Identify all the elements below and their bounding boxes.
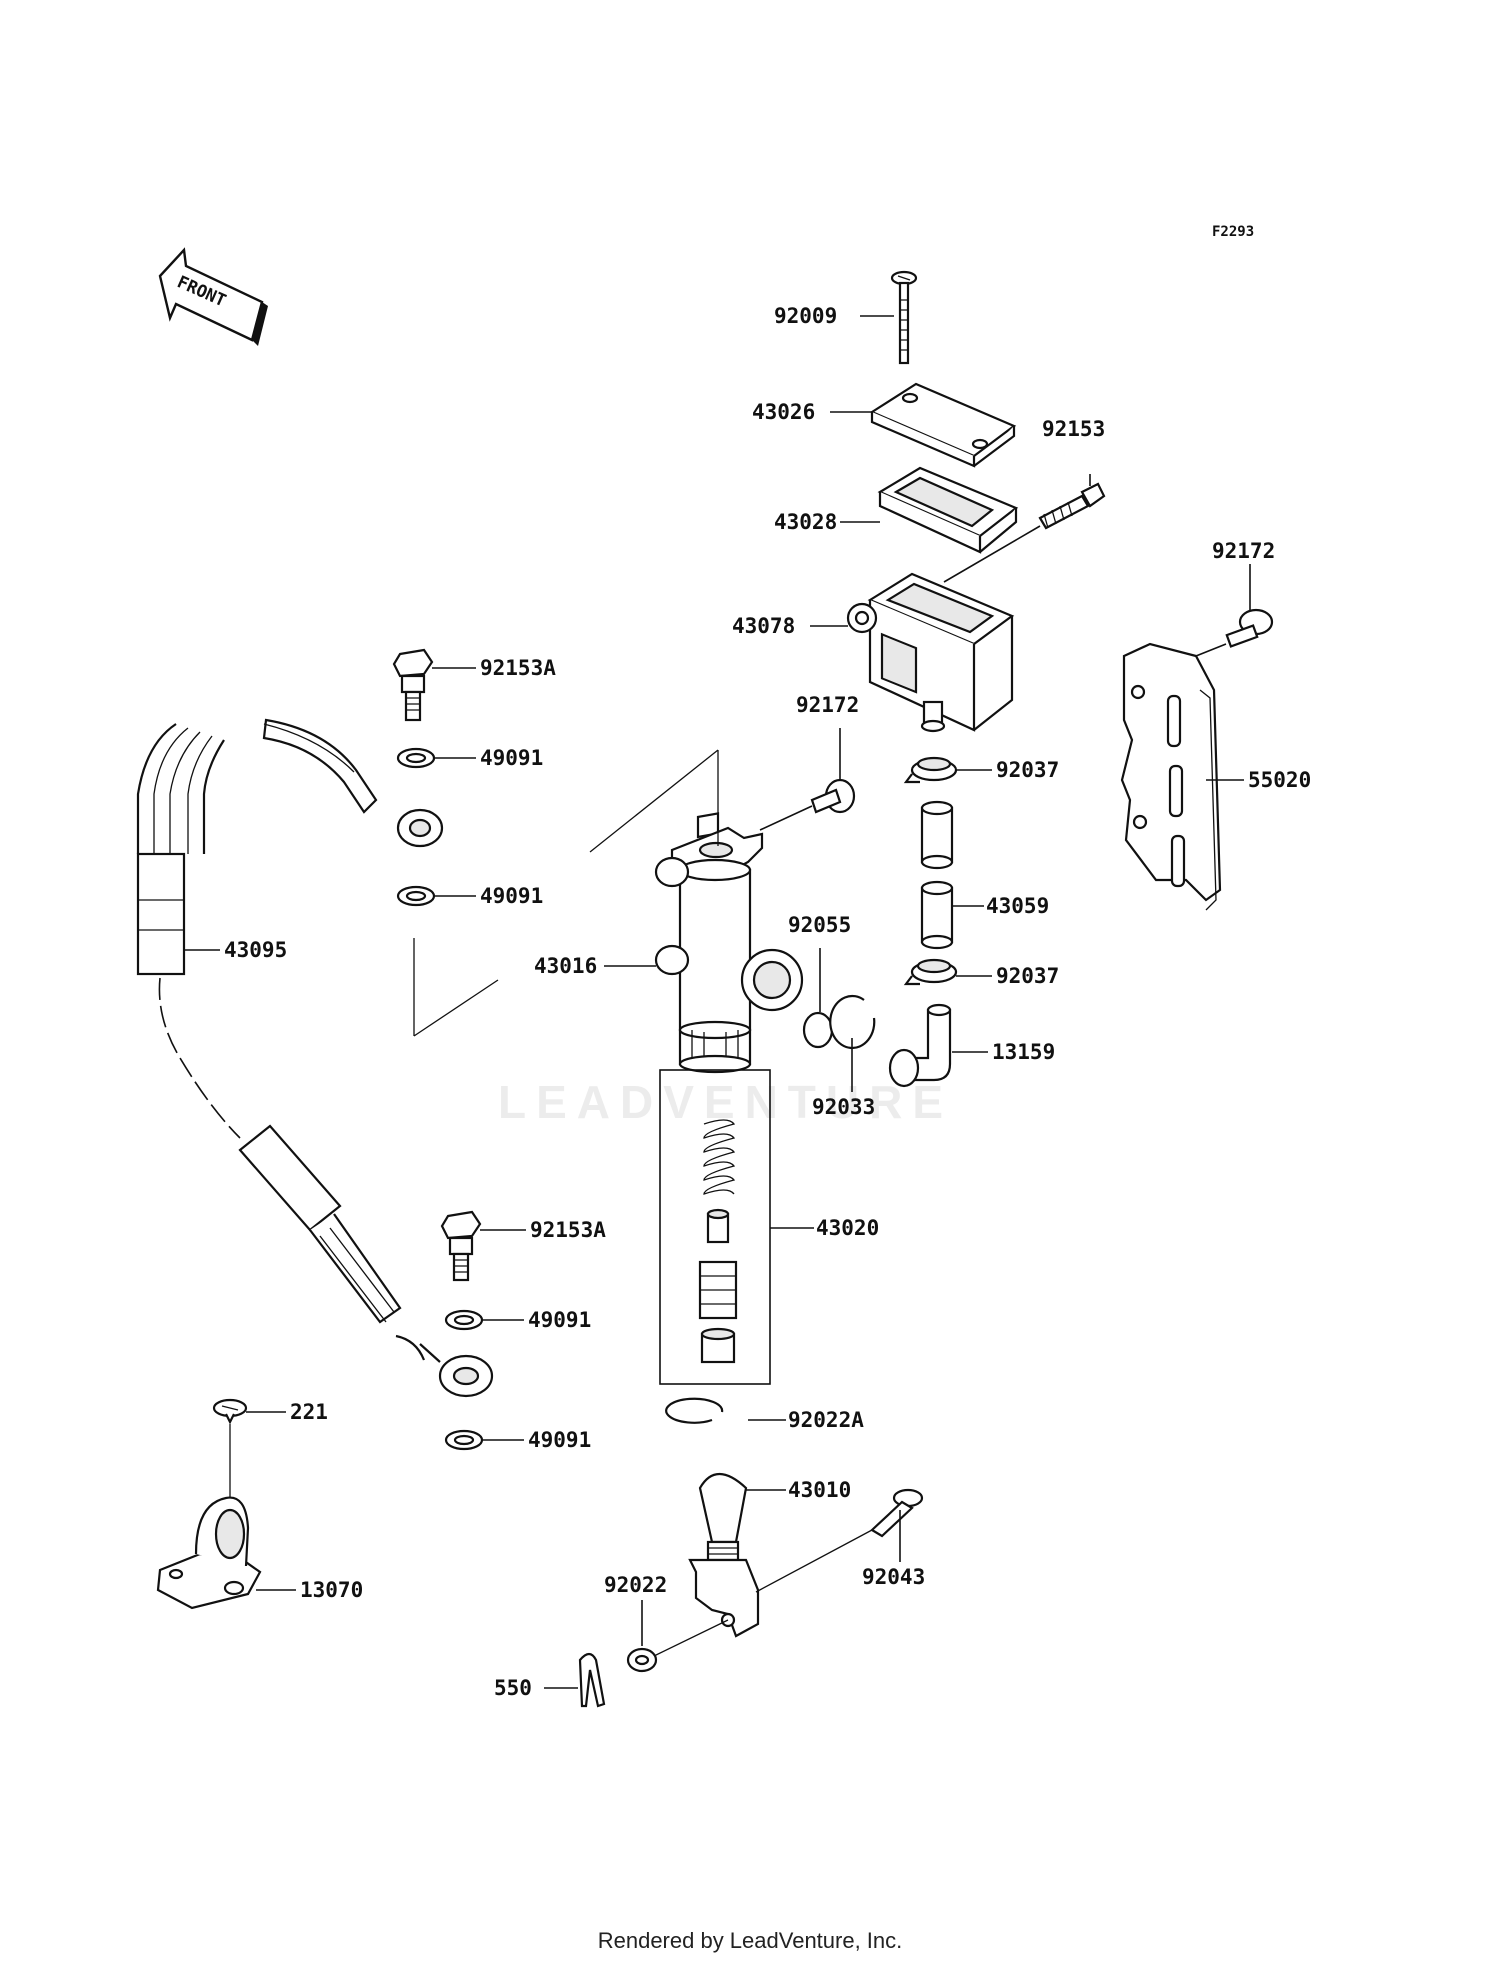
kit-43020-box	[659, 1069, 771, 1385]
hose-clamp-bracket-13070-icon	[156, 1496, 262, 1610]
screw-92172-right-icon	[1225, 608, 1274, 648]
label-43078: 43078	[732, 614, 795, 638]
elbow-fitting-13159-icon	[888, 1003, 952, 1088]
hose-clamp-92037-bottom-icon	[903, 958, 958, 986]
brake-hose-43095-icon	[136, 723, 402, 1324]
label-92172-center: 92172	[796, 693, 859, 717]
label-49091-4: 49091	[528, 1428, 591, 1452]
hose-banjo-lower-icon	[395, 1334, 494, 1398]
clevis-pin-92043-icon	[870, 1488, 924, 1538]
label-49091-2: 49091	[480, 884, 543, 908]
bolt-92153-icon	[1038, 482, 1106, 530]
label-43059: 43059	[986, 894, 1049, 918]
label-92153: 92153	[1042, 417, 1105, 441]
banjo-bolt-92153A-top-icon	[392, 648, 434, 722]
screw-221-icon	[212, 1398, 248, 1425]
label-92153A-bottom: 92153A	[530, 1218, 606, 1242]
label-92055: 92055	[788, 913, 851, 937]
label-92037-bottom: 92037	[996, 964, 1059, 988]
label-43095: 43095	[224, 938, 287, 962]
banjo-bolt-92153A-bottom-icon	[440, 1210, 482, 1282]
label-92033: 92033	[812, 1095, 875, 1119]
push-rod-43010-icon	[688, 1473, 760, 1638]
label-92153A-top: 92153A	[480, 656, 556, 680]
label-43016: 43016	[534, 954, 597, 978]
reservoir-43078-icon	[846, 572, 1015, 733]
label-550: 550	[494, 1676, 532, 1700]
front-arrow-icon: FRONT	[158, 247, 268, 346]
master-cylinder-43016-icon	[654, 812, 804, 1074]
label-92022: 92022	[604, 1573, 667, 1597]
footer-credit: Rendered by LeadVenture, Inc.	[597, 1928, 903, 1953]
label-92172-right: 92172	[1212, 539, 1275, 563]
circlip-92022A-icon	[665, 1397, 724, 1424]
diaphragm-43028-icon	[877, 466, 1019, 554]
label-13159: 13159	[992, 1040, 1055, 1064]
hose-43059-icon	[920, 800, 954, 950]
hose-banjo-upper-icon	[262, 718, 444, 848]
label-13070: 13070	[300, 1578, 363, 1602]
label-92043: 92043	[862, 1565, 925, 1589]
watermark-text: LEADVENTURE	[498, 1076, 953, 1128]
label-49091-3: 49091	[528, 1308, 591, 1332]
label-92009: 92009	[774, 304, 837, 328]
label-49091-1: 49091	[480, 746, 543, 770]
guard-55020-icon	[1120, 642, 1222, 911]
label-221: 221	[290, 1400, 328, 1424]
label-43028: 43028	[774, 510, 837, 534]
label-43020: 43020	[816, 1216, 879, 1240]
o-ring-92055-icon	[802, 1011, 834, 1049]
label-43010: 43010	[788, 1478, 851, 1502]
diagram-id: F2293	[1212, 224, 1254, 240]
piston-kit-43020-icon	[698, 1119, 738, 1364]
label-92037-top: 92037	[996, 758, 1059, 782]
circlip-92033-icon	[829, 994, 876, 1050]
label-55020: 55020	[1248, 768, 1311, 792]
screw-92009-icon	[890, 270, 918, 365]
label-92022A: 92022A	[788, 1408, 864, 1432]
cotter-pin-550-icon	[578, 1652, 606, 1708]
label-43026: 43026	[752, 400, 815, 424]
screw-92172-center-icon	[810, 778, 856, 814]
hose-clamp-92037-top-icon	[903, 756, 958, 784]
reservoir-cap-43026-icon	[869, 382, 1017, 468]
